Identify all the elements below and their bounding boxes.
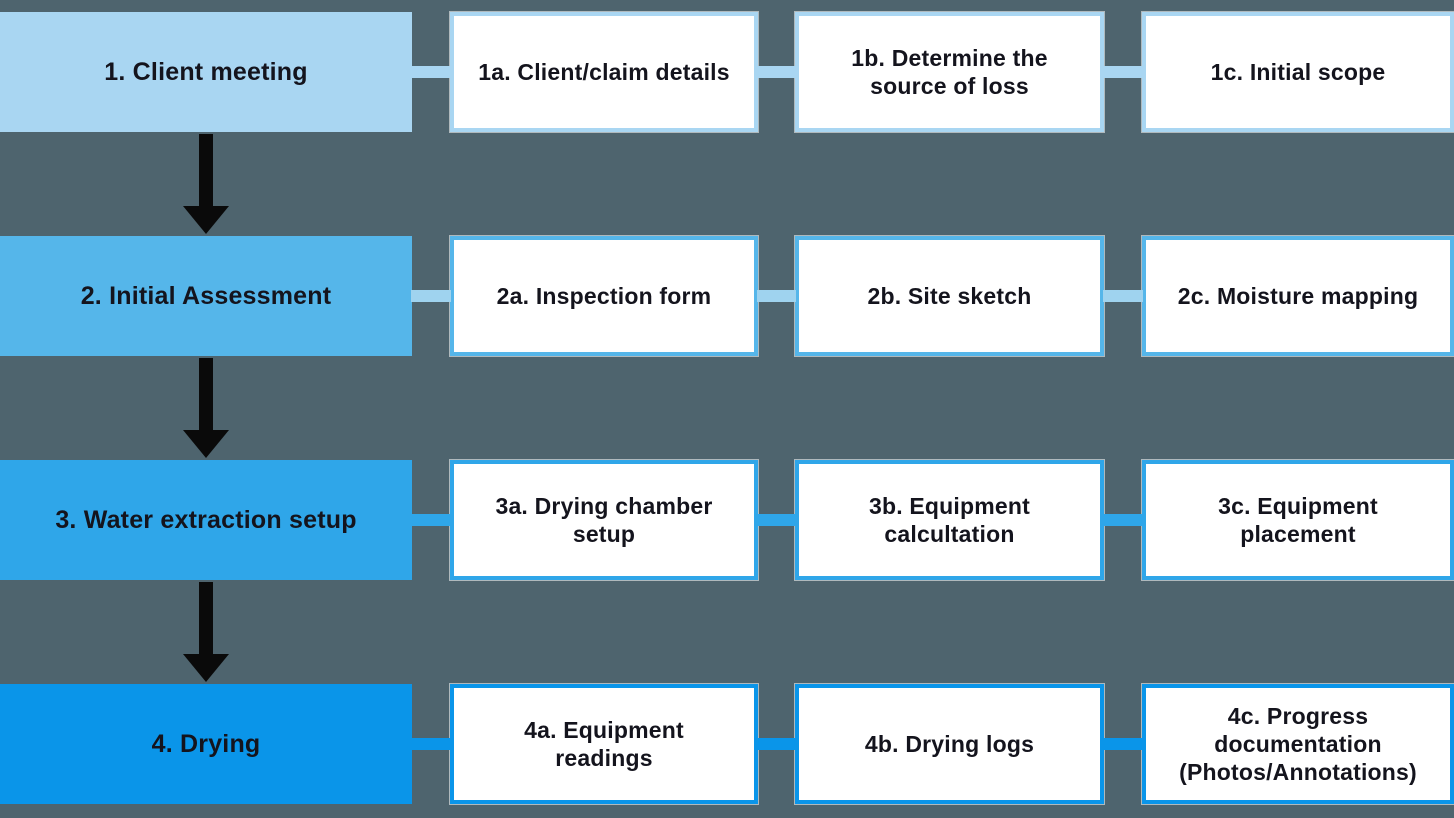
connector-line	[757, 12, 796, 132]
sub-box-4a: 4a. Equipment readings	[450, 684, 758, 804]
sub-box-3b: 3b. Equipment calcultation	[795, 460, 1104, 580]
sub-label: 1b. Determine the source of loss	[851, 44, 1048, 99]
sub-box-1b: 1b. Determine the source of loss	[795, 12, 1104, 132]
stage-label: 3. Water extraction setup	[55, 505, 357, 534]
connector-line	[757, 460, 796, 580]
stage-label: 4. Drying	[151, 729, 261, 758]
connector-line	[411, 236, 451, 356]
stage-label: 2. Initial Assessment	[80, 281, 332, 310]
connector-line	[757, 684, 796, 804]
sub-box-2a: 2a. Inspection form	[450, 236, 758, 356]
arrow-stem	[199, 358, 213, 432]
connector-line	[1103, 236, 1143, 356]
connector-line	[411, 684, 451, 804]
sub-label: 2b. Site sketch	[867, 282, 1032, 309]
connector-line	[757, 236, 796, 356]
sub-label: 2a. Inspection form	[496, 282, 712, 309]
arrow-stem	[199, 582, 213, 656]
stage-box-1-client-meeting: 1. Client meeting	[0, 12, 412, 132]
arrow-stem	[199, 134, 213, 208]
stage-row-4: 4. Drying 4a. Equipment readings 4b. Dry…	[0, 684, 1454, 804]
arrow-down-icon	[183, 358, 229, 458]
sub-box-4c: 4c. Progress documentation (Photos/Annot…	[1142, 684, 1454, 804]
sub-box-2c: 2c. Moisture mapping	[1142, 236, 1454, 356]
sub-box-4b: 4b. Drying logs	[795, 684, 1104, 804]
sub-box-3c: 3c. Equipment placement	[1142, 460, 1454, 580]
sub-label: 4a. Equipment readings	[524, 716, 684, 771]
stage-row-1: 1. Client meeting 1a. Client/claim detai…	[0, 12, 1454, 132]
stage-box-2-initial-assessment: 2. Initial Assessment	[0, 236, 412, 356]
stage-box-4-drying: 4. Drying	[0, 684, 412, 804]
arrow-down-icon	[183, 582, 229, 682]
sub-label: 3b. Equipment calcultation	[868, 492, 1031, 547]
sub-box-2b: 2b. Site sketch	[795, 236, 1104, 356]
arrow-down-icon	[183, 134, 229, 234]
arrow-head	[183, 206, 229, 234]
sub-box-3a: 3a. Drying chamber setup	[450, 460, 758, 580]
connector-line	[1103, 460, 1143, 580]
sub-label: 1c. Initial scope	[1210, 58, 1386, 85]
sub-label: 1a. Client/claim details	[478, 58, 730, 85]
sub-label: 4c. Progress documentation (Photos/Annot…	[1179, 702, 1417, 786]
sub-label: 3c. Equipment placement	[1218, 492, 1378, 547]
stage-row-3: 3. Water extraction setup 3a. Drying cha…	[0, 460, 1454, 580]
arrow-head	[183, 654, 229, 682]
sub-label: 2c. Moisture mapping	[1177, 282, 1419, 309]
stage-box-3-water-extraction-setup: 3. Water extraction setup	[0, 460, 412, 580]
stage-label: 1. Client meeting	[104, 57, 308, 86]
stage-row-2: 2. Initial Assessment 2a. Inspection for…	[0, 236, 1454, 356]
sub-label: 4b. Drying logs	[864, 730, 1035, 757]
sub-box-1a: 1a. Client/claim details	[450, 12, 758, 132]
connector-line	[1103, 12, 1143, 132]
connector-line	[411, 460, 451, 580]
sub-label: 3a. Drying chamber setup	[495, 492, 713, 547]
arrow-head	[183, 430, 229, 458]
connector-line	[411, 12, 451, 132]
sub-box-1c: 1c. Initial scope	[1142, 12, 1454, 132]
connector-line	[1103, 684, 1143, 804]
